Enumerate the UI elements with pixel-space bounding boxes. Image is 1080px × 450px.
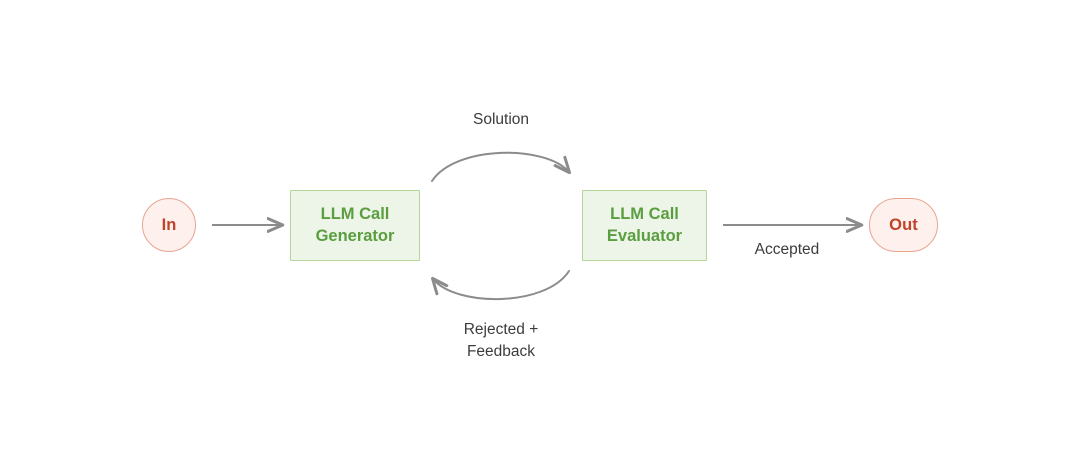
edge-label-accepted: Accepted (754, 241, 820, 258)
node-generator-label-line2: Generator (315, 226, 395, 245)
node-in-label: In (161, 215, 177, 234)
node-llm-call-evaluator[interactable]: LLM Call Evaluator (582, 190, 707, 261)
node-generator-label: LLM Call Generator (316, 204, 395, 248)
edge-label-rejected-feedback: Rejected + Feedback (463, 321, 539, 360)
connector-evaluator-to-generator (433, 270, 570, 301)
node-llm-call-generator[interactable]: LLM Call Generator (290, 190, 420, 261)
node-evaluator-label-line2: Evaluator (606, 226, 683, 245)
node-in[interactable]: In (142, 198, 196, 252)
node-generator-label-line1: LLM Call (320, 204, 390, 223)
node-out-label: Out (889, 215, 918, 234)
connector-generator-to-evaluator (431, 151, 569, 182)
node-evaluator-label: LLM Call Evaluator (607, 204, 682, 248)
node-evaluator-label-line1: LLM Call (610, 204, 679, 223)
node-out[interactable]: Out (869, 198, 938, 252)
edge-label-solution: Solution (472, 111, 529, 128)
